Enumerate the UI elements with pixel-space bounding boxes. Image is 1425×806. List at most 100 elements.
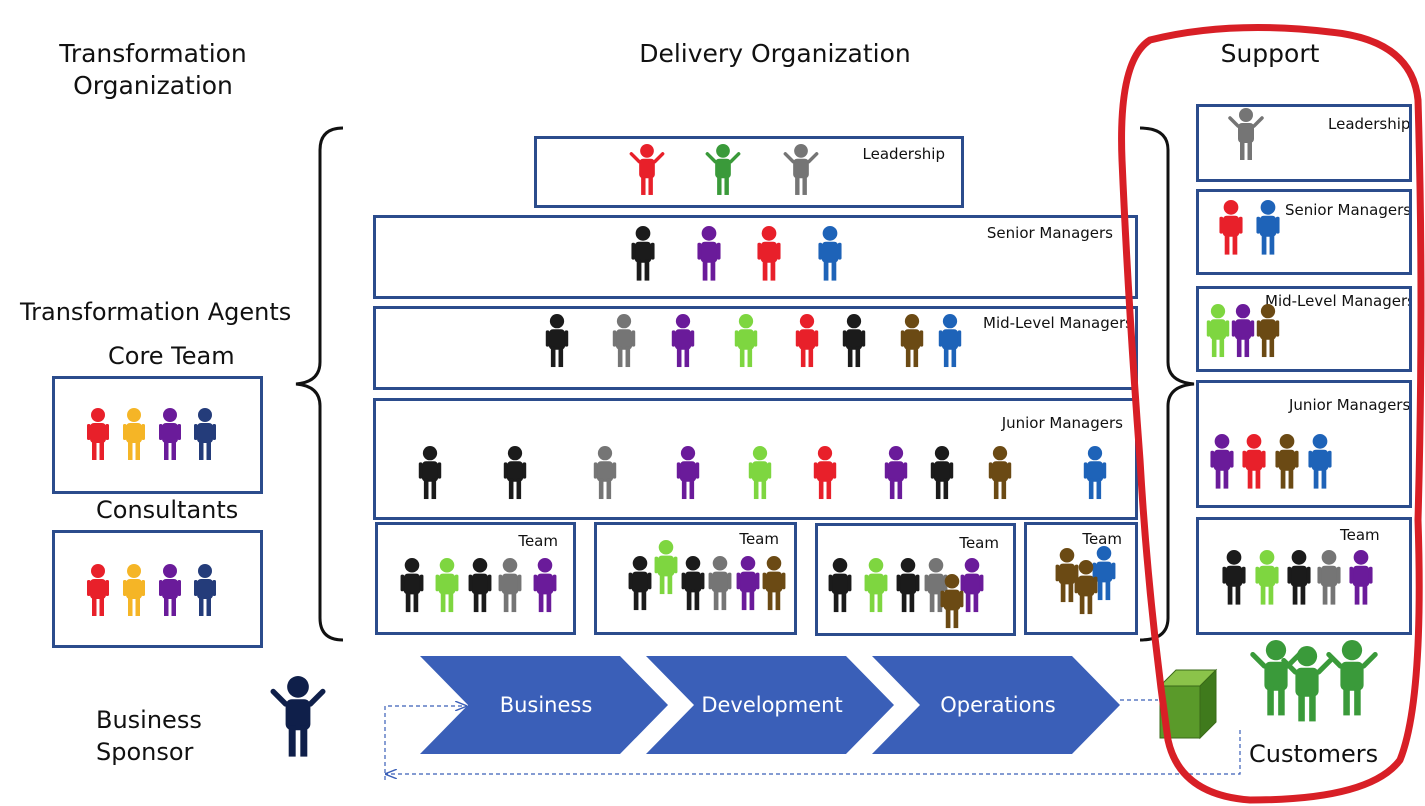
person-icon [270, 676, 326, 757]
person-icon [1092, 546, 1116, 601]
person-icon [1228, 108, 1264, 160]
person-icon [435, 558, 459, 613]
person-icon [960, 558, 984, 613]
person-icon [545, 314, 569, 368]
person-icon [1250, 640, 1302, 716]
person-icon [1326, 640, 1378, 716]
transformation-agents-label: Transformation Agents [20, 298, 292, 326]
person-icon [87, 564, 109, 616]
person-icon [734, 314, 758, 368]
person-icon [628, 556, 652, 611]
person-icon [1256, 304, 1280, 358]
person-icon [924, 558, 948, 613]
delivery-team-1-label: Team [518, 532, 558, 550]
person-icon [783, 144, 819, 195]
chevron-arrow [646, 656, 894, 754]
delivery-senior-label: Senior Managers [986, 224, 1113, 242]
person-icon [795, 314, 819, 368]
person-icon [938, 314, 962, 368]
person-icon [1256, 200, 1280, 255]
support-leadership-box: Leadership [1196, 104, 1412, 182]
person-icon [418, 446, 442, 500]
chevron-arrow [420, 656, 668, 754]
delivery-junior-box: Junior Managers [373, 398, 1138, 520]
person-icon [400, 558, 424, 613]
delivery-team-2-label: Team [739, 530, 779, 548]
person-icon [1308, 434, 1332, 489]
person-icon [884, 446, 908, 500]
person-icon [87, 408, 109, 460]
person-icon [503, 446, 527, 500]
person-icon [842, 314, 866, 368]
person-icon [900, 314, 924, 368]
person-icon [1242, 434, 1266, 489]
chevron-arrow [872, 656, 1120, 754]
support-highlight-outline [1118, 24, 1425, 804]
flow-label-operations: Operations [940, 693, 1055, 717]
person-icon [748, 446, 772, 500]
person-icon [159, 564, 181, 616]
person-icon [123, 408, 145, 460]
person-icon [498, 558, 522, 613]
support-team-label: Team [1340, 526, 1380, 544]
person-icon [818, 226, 842, 281]
person-icon [1055, 548, 1079, 603]
person-icon [940, 574, 964, 629]
brace-icon [295, 126, 344, 642]
delivery-leadership-label: Leadership [862, 145, 945, 163]
person-icon [828, 558, 852, 613]
person-icon [757, 226, 781, 281]
person-icon [708, 556, 732, 611]
person-icon [1231, 304, 1255, 358]
consultants-label: Consultants [96, 496, 239, 524]
person-icon [930, 446, 954, 500]
person-icon [736, 556, 760, 611]
feedback-loop-inner [384, 700, 1158, 780]
person-icon [612, 314, 636, 368]
person-icon [896, 558, 920, 613]
person-icon [159, 408, 181, 460]
support-heading: Support [1220, 39, 1320, 68]
person-icon [194, 408, 216, 460]
delivery-junior-label: Junior Managers [1001, 414, 1123, 432]
person-icon [468, 558, 492, 613]
person-icon [194, 564, 216, 616]
delivery-team-4-label: Team [1082, 530, 1122, 548]
support-mid-label: Mid-Level Managers [1265, 292, 1412, 310]
person-icon [671, 314, 695, 368]
person-icon [1281, 646, 1333, 722]
transformation-org-heading: Transformation Organization [59, 39, 247, 100]
customers-label: Customers [1249, 740, 1379, 768]
person-icon [123, 564, 145, 616]
flow-arrows: Business Development Operations [420, 656, 1120, 754]
flow-label-business: Business [500, 693, 593, 717]
person-icon [864, 558, 888, 613]
person-icon [676, 446, 700, 500]
person-icon [813, 446, 837, 500]
person-icon [1083, 446, 1107, 500]
person-icon [1275, 434, 1299, 489]
business-sponsor-label: Business Sponsor [96, 706, 202, 766]
feedback-loop-outer [386, 730, 1241, 774]
person-icon [1287, 550, 1311, 605]
person-icon [629, 144, 665, 195]
person-icon [1317, 550, 1341, 605]
person-icon [1219, 200, 1243, 255]
person-icon [631, 226, 655, 281]
person-icon [762, 556, 786, 611]
person-icon [654, 540, 678, 595]
support-junior-box: Junior Managers [1196, 380, 1412, 508]
delivery-leadership-box: Leadership [534, 136, 964, 208]
delivery-senior-box: Senior Managers [373, 215, 1138, 299]
person-icon [593, 446, 617, 500]
person-icon [1074, 560, 1098, 615]
person-icon [988, 446, 1012, 500]
person-icon [533, 558, 557, 613]
delivery-org-heading: Delivery Organization [639, 39, 911, 68]
support-senior-label: Senior Managers [1285, 201, 1412, 219]
support-leadership-label: Leadership [1328, 115, 1411, 133]
person-icon [1206, 304, 1230, 358]
person-icon [1349, 550, 1373, 605]
support-bracket-icon [1139, 126, 1195, 642]
